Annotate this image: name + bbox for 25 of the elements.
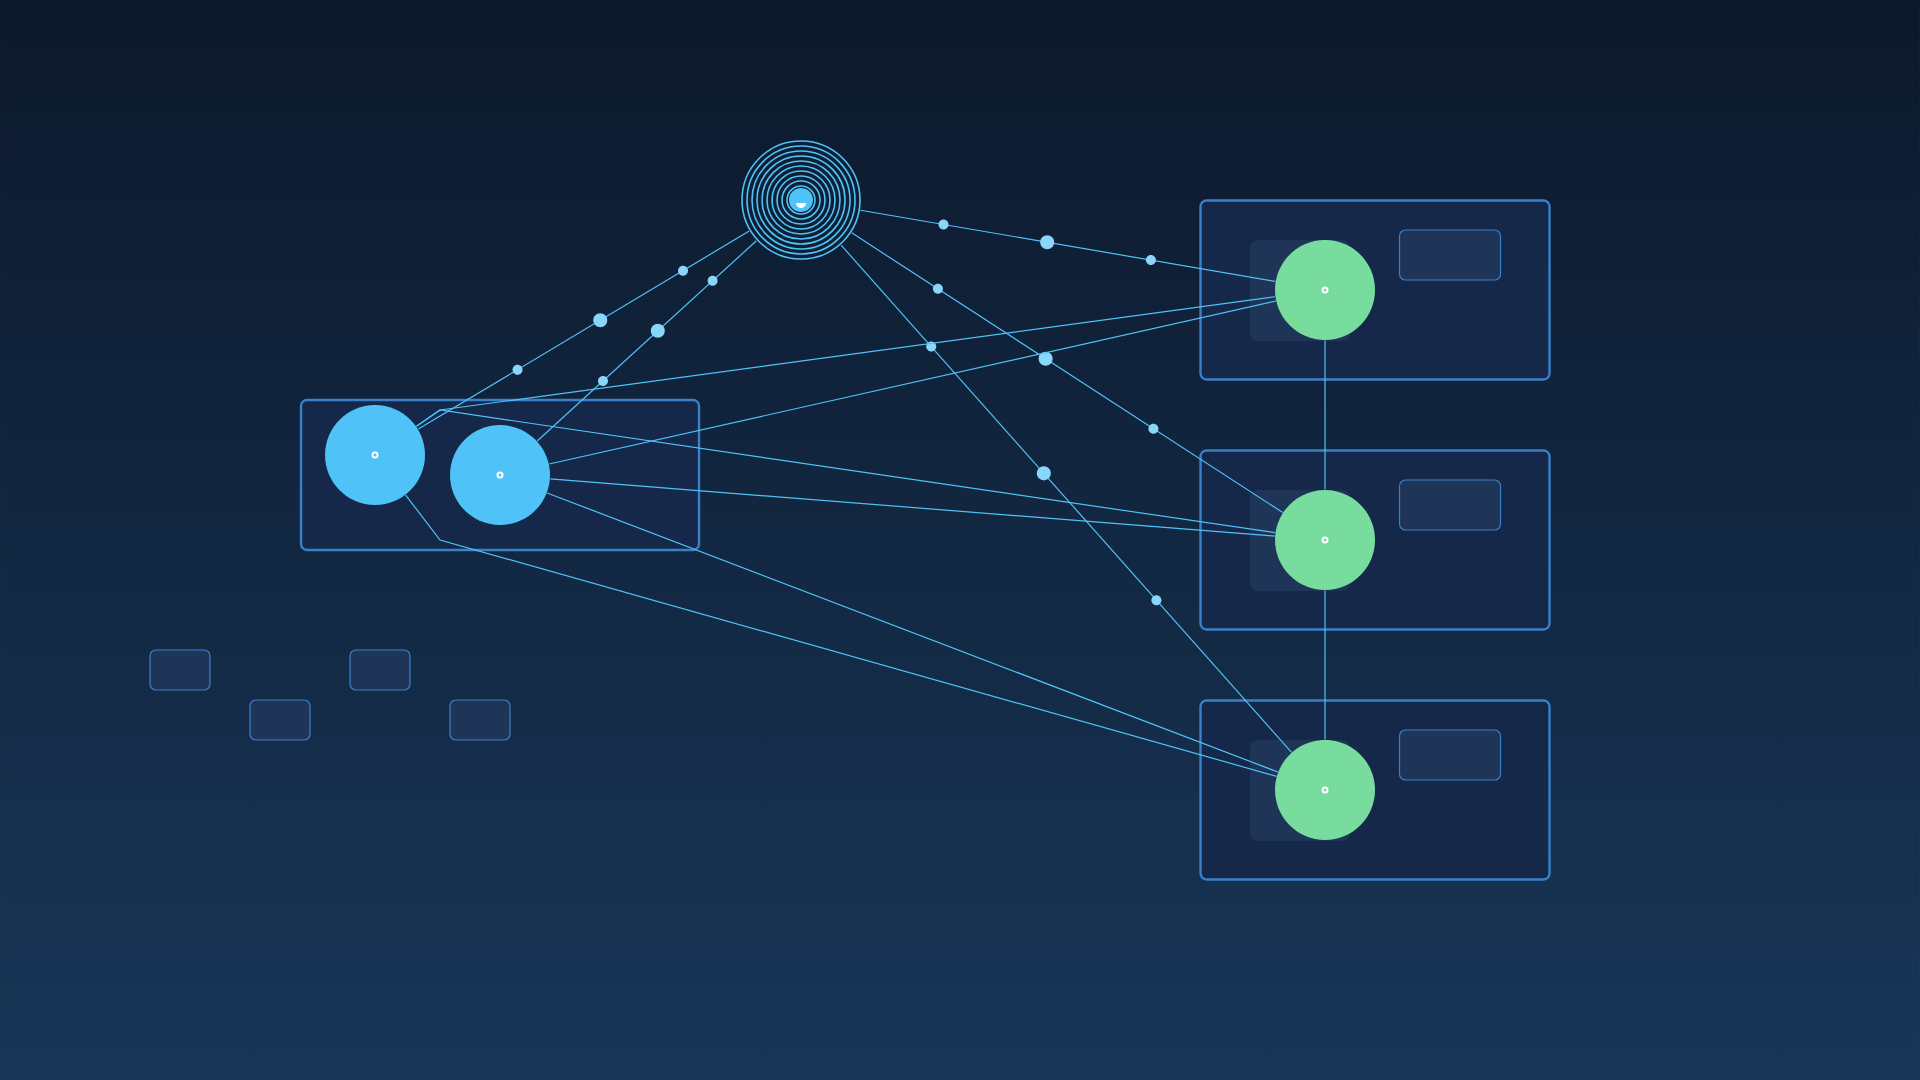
placeholder-box bbox=[349, 649, 411, 691]
node-circle bbox=[450, 425, 550, 525]
node-circle bbox=[1275, 740, 1375, 840]
connector bbox=[851, 232, 1284, 514]
placeholder-box bbox=[1398, 479, 1502, 531]
placeholder-box bbox=[249, 699, 311, 741]
connector bbox=[548, 300, 1277, 465]
placeholder-box bbox=[149, 649, 211, 691]
connector bbox=[405, 494, 1278, 777]
radar-drawing bbox=[741, 140, 861, 260]
placeholder-box bbox=[449, 699, 511, 741]
connector bbox=[415, 409, 1276, 534]
placeholder-box bbox=[1398, 729, 1502, 781]
connector bbox=[859, 209, 1276, 283]
node-circle bbox=[325, 405, 425, 505]
connector bbox=[549, 478, 1276, 537]
placeholder-box bbox=[1398, 229, 1502, 281]
connector bbox=[417, 230, 750, 430]
node-circle bbox=[1275, 240, 1375, 340]
connector bbox=[546, 492, 1279, 773]
connector bbox=[1324, 589, 1326, 741]
connector bbox=[1324, 339, 1326, 491]
node-circle bbox=[1275, 490, 1375, 590]
connector bbox=[840, 244, 1293, 753]
connector bbox=[536, 240, 758, 442]
